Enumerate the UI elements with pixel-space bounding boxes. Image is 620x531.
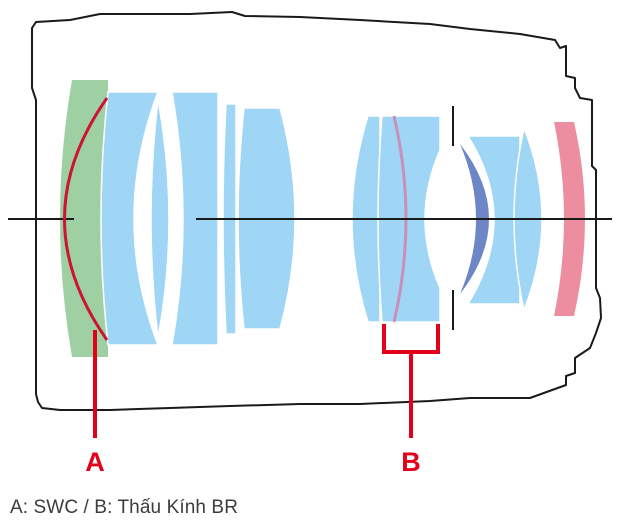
lens-barrel-outline	[31, 11, 602, 411]
lens-element-2	[150, 99, 170, 339]
swc-coating-curve	[63, 97, 109, 341]
swc-front-element	[60, 80, 108, 357]
lens-cross-section-diagram: A B	[8, 11, 612, 477]
lens-element-1	[100, 91, 160, 346]
callout-b-bracket	[382, 324, 440, 354]
lens-element-3	[171, 91, 219, 346]
dark-meniscus-element	[460, 144, 489, 294]
diagram-caption: A: SWC / B: Thấu Kính BR	[10, 497, 239, 518]
callout-a-label: A	[85, 447, 105, 477]
callout-b-label: B	[401, 447, 421, 477]
